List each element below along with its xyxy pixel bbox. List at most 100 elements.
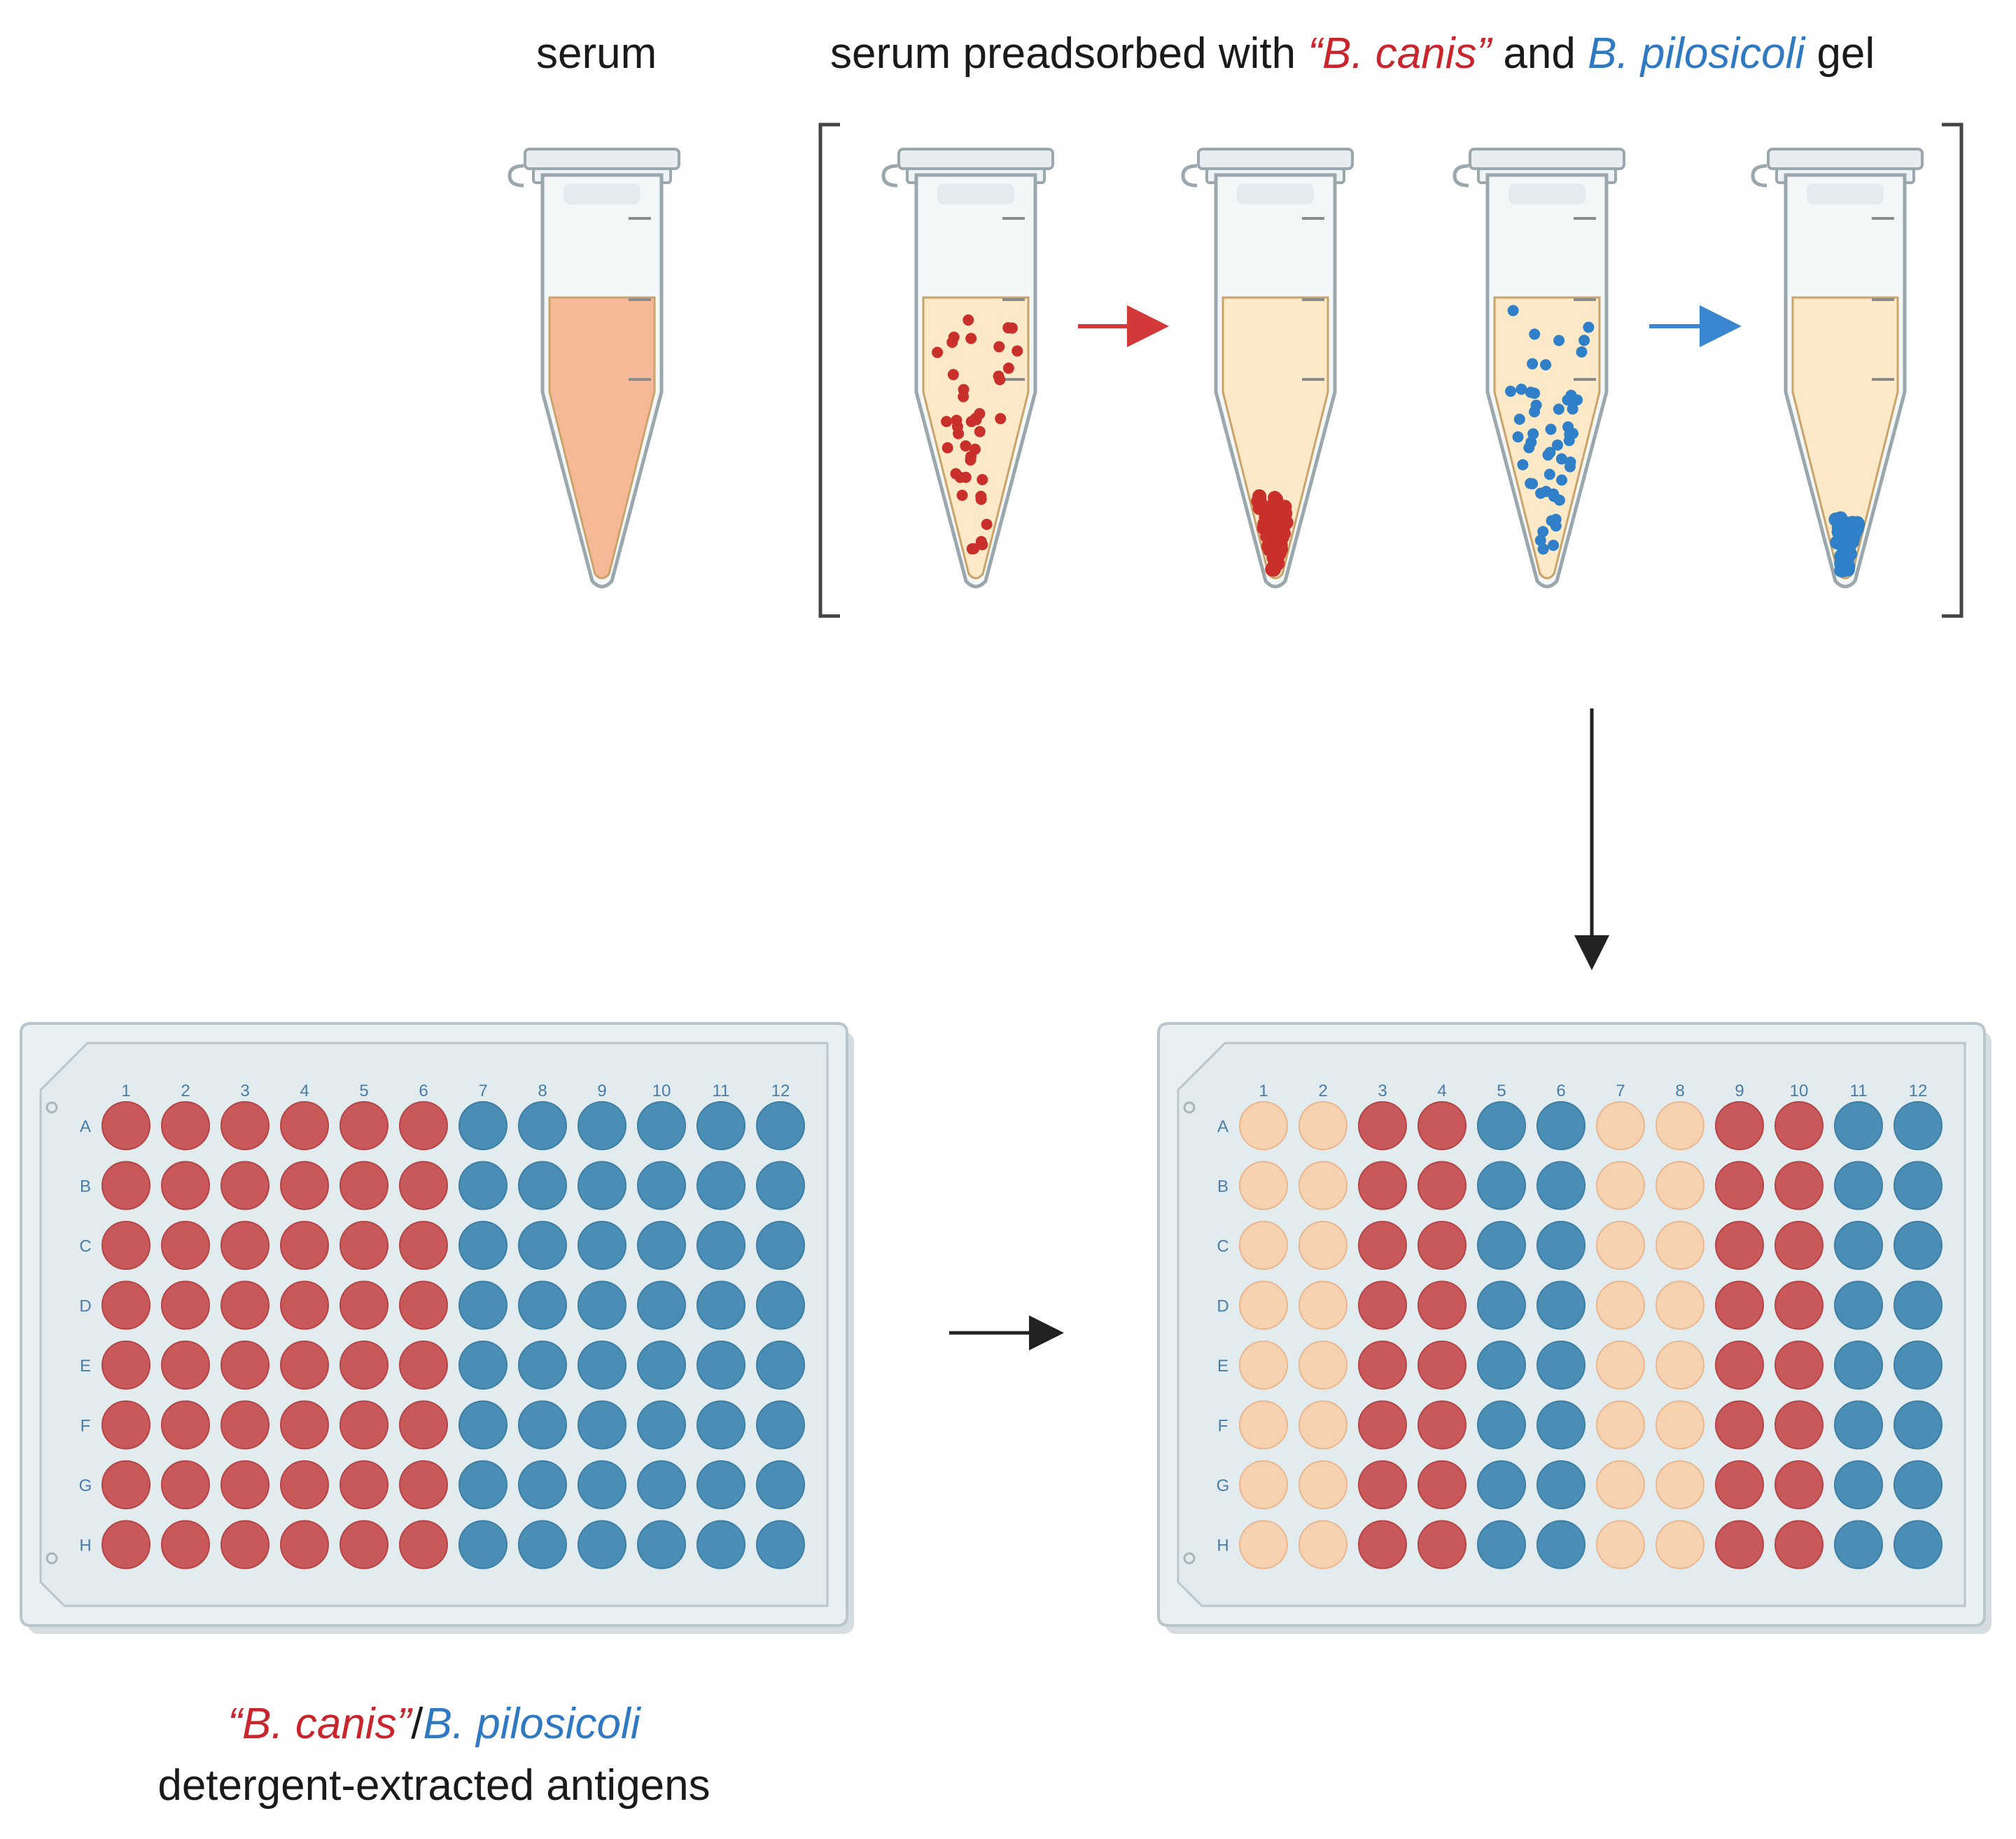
plate-notch [46,1552,58,1565]
well [1477,1341,1526,1390]
well [280,1221,329,1270]
well [1358,1460,1407,1509]
well [696,1161,746,1210]
bracket-left [818,123,840,618]
particle-dot [993,341,1005,353]
well [340,1460,388,1509]
plate-notch [1183,1552,1196,1565]
well [399,1280,448,1330]
well [102,1341,150,1390]
well [458,1400,507,1450]
tube-liquid [548,296,656,580]
pellet-dot [1265,562,1280,577]
well [458,1101,507,1150]
well [1893,1460,1942,1509]
column-label: 5 [359,1082,368,1100]
well [1715,1341,1764,1390]
well [1358,1341,1407,1390]
pellet-dot [1261,510,1275,524]
column-label: 8 [1675,1082,1684,1100]
particle-dot [1545,424,1557,435]
particle-dot [1550,520,1562,532]
particle-dot [1537,526,1549,538]
well [1477,1221,1526,1270]
particle-dot [1512,431,1524,443]
bottom-b-canis-label: “B. canis” [227,1700,412,1748]
well [1477,1280,1526,1330]
column-label: 4 [300,1082,309,1100]
well [1298,1221,1348,1270]
well [637,1101,686,1150]
particle-dot [981,519,993,531]
particle-dot [1529,328,1541,340]
particle-dot [941,442,953,454]
well [1477,1400,1526,1450]
well [578,1101,626,1150]
well [1774,1280,1823,1330]
particle-dot [1556,474,1568,486]
well [1715,1221,1764,1270]
particle-dot [1540,359,1552,371]
well [1358,1221,1407,1270]
column-label: 8 [538,1082,547,1100]
well [578,1520,626,1569]
tube-inner-rim [937,183,1014,204]
particle-dot [1564,461,1576,473]
well [280,1280,329,1330]
particle-dot [1553,403,1564,415]
well [1656,1520,1704,1569]
well [637,1460,686,1509]
particle-dot [1544,447,1556,459]
particle-dot [1011,345,1023,357]
well [578,1400,626,1450]
b-pilosicoli-label: B. pilosicoli [1588,29,1805,78]
well [578,1280,626,1330]
column-label: 6 [419,1082,428,1100]
particle-dot [965,333,977,344]
gel-label: gel [1805,29,1875,78]
particle-dot [1534,534,1546,546]
well [1656,1400,1704,1450]
well [161,1400,210,1450]
well [518,1221,567,1270]
well [280,1101,329,1150]
well [161,1221,210,1270]
well [1418,1520,1466,1569]
well [1774,1101,1823,1150]
well [1834,1161,1883,1210]
well [340,1520,388,1569]
pellet-dot [1266,543,1281,558]
well [1418,1161,1466,1210]
bottom-b-pilosicoli-label: B. pilosicoli [423,1700,640,1748]
well [399,1161,448,1210]
well [696,1221,746,1270]
particle-dot [965,454,976,466]
tube-cap [524,148,680,170]
particle-dot [1544,468,1555,480]
well [578,1221,626,1270]
well [518,1460,567,1509]
particle-dot [1540,485,1552,497]
slash-label: / [411,1700,424,1748]
well [1596,1460,1645,1509]
well [458,1520,507,1569]
well [280,1520,329,1569]
well [1834,1341,1883,1390]
well [1358,1101,1407,1150]
column-label: 7 [478,1082,487,1100]
well [1418,1460,1466,1509]
well [399,1460,448,1509]
well [1239,1520,1288,1569]
tube-pilosicoli-pellet [1751,148,1924,589]
well [458,1161,507,1210]
particle-dot [951,421,963,433]
particle-dot [956,489,968,501]
well [340,1101,388,1150]
well [1239,1341,1288,1390]
well [1774,1400,1823,1450]
row-label: E [80,1357,91,1376]
well [458,1221,507,1270]
particle-dot [1583,321,1595,333]
well [1715,1520,1764,1569]
